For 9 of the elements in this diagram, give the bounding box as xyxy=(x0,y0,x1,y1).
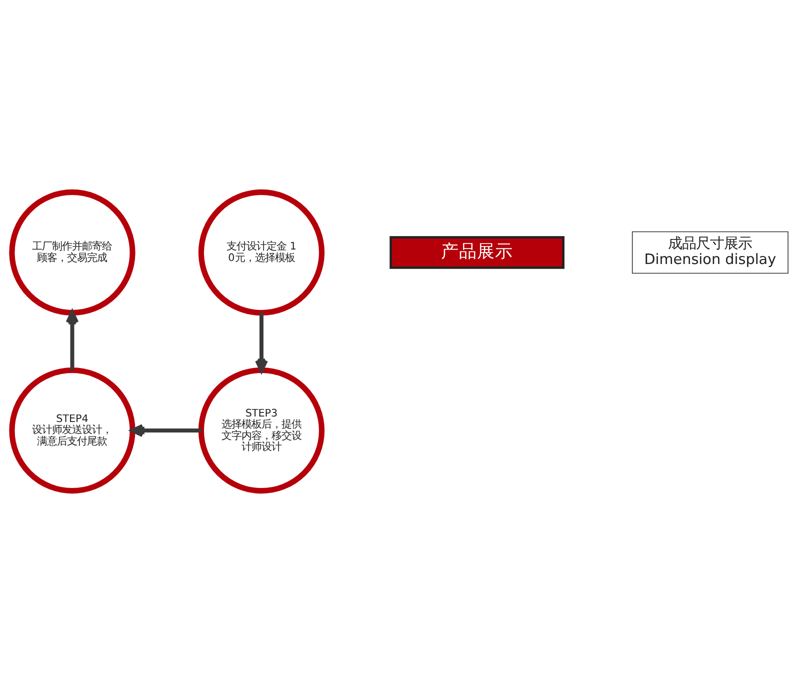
node-circle: STEP4 设计师发送设计，满意后支付尾款 xyxy=(9,366,136,494)
arrow xyxy=(66,310,79,370)
node-circle: STEP3 选择模板后，提供文字内容，移交设计师设计 xyxy=(198,366,325,494)
arrow xyxy=(255,312,268,372)
arrow xyxy=(130,424,202,436)
node-circle: 支付设计定金 10元，选择模板 xyxy=(198,188,325,316)
node-box: 产品展示 xyxy=(390,236,564,268)
node-box: 成品尺寸展示 Dimension display xyxy=(632,230,788,274)
node-circle: 工厂制作并邮寄给顾客，交易完成 xyxy=(9,188,136,316)
